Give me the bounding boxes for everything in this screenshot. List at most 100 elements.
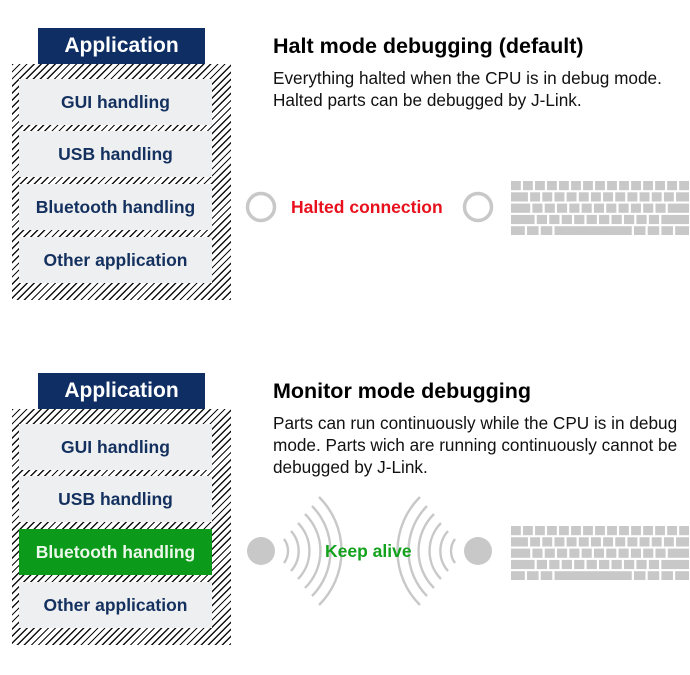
keyboard-key (647, 571, 660, 580)
bluetooth-handling-block-active: Bluetooth handling (19, 529, 212, 575)
keyboard-key (536, 559, 548, 570)
keyboard-key (631, 526, 641, 536)
keyboard-key (648, 214, 660, 225)
monitor-mode-panel: Application GUI handling USB handling Bl… (0, 345, 690, 675)
keep-alive-label: Keep alive (325, 541, 412, 561)
keyboard-key (603, 192, 614, 202)
keyboard-key (554, 226, 632, 235)
keyboard-key (583, 181, 593, 191)
keyboard-key (511, 559, 535, 570)
keyboard-key (676, 192, 689, 202)
keyboard-icon (511, 181, 689, 235)
keyboard-key (535, 526, 545, 536)
keyboard-key (578, 192, 589, 202)
keyboard-key (627, 192, 638, 202)
keyboard-key (611, 214, 622, 225)
keyboard-key (607, 526, 617, 536)
usb-handling-block: USB handling (19, 476, 212, 522)
keyboard-key (547, 526, 557, 536)
halt-mode-title: Halt mode debugging (default) (273, 34, 584, 58)
halt-mode-panel: Application GUI handling USB handling Bl… (0, 0, 690, 330)
keyboard-key (643, 181, 653, 191)
keep-alive-connection-graphic (247, 496, 492, 606)
keyboard-key (631, 181, 641, 191)
usb-handling-block: USB handling (19, 131, 212, 177)
keyboard-key (542, 192, 553, 202)
ring-node-icon (245, 191, 277, 223)
keyboard-key (569, 548, 580, 558)
keyboard-key (544, 203, 555, 213)
keyboard-key (581, 203, 592, 213)
keyboard-key (643, 526, 653, 536)
keyboard-key (511, 571, 525, 580)
keyboard-key (571, 181, 581, 191)
keyboard-key (603, 537, 614, 547)
signal-waves-left-icon (282, 496, 343, 606)
keyboard-key (647, 226, 660, 235)
keyboard-key (663, 192, 674, 202)
keyboard-key (675, 571, 689, 580)
keyboard-key (511, 548, 531, 558)
keyboard-key (651, 192, 662, 202)
keyboard-key (527, 226, 539, 235)
keyboard-key (536, 214, 548, 225)
keyboard-key (557, 548, 568, 558)
keyboard-key (511, 203, 531, 213)
keyboard-key (595, 526, 605, 536)
keyboard-key (586, 559, 597, 570)
keyboard-key (636, 559, 647, 570)
keyboard-key (627, 537, 638, 547)
keyboard-key (623, 559, 635, 570)
keyboard-key (566, 192, 577, 202)
keyboard-key (615, 537, 626, 547)
keyboard-key (655, 526, 665, 536)
keyboard-key (540, 571, 553, 580)
keyboard-key (661, 214, 689, 225)
keyboard-key (593, 548, 605, 558)
other-application-block: Other application (19, 582, 212, 628)
keyboard-icon (511, 526, 689, 580)
keyboard-key (630, 548, 641, 558)
keyboard-key (586, 214, 597, 225)
halt-mode-description: Everything halted when the CPU is in deb… (273, 68, 662, 110)
keyboard-key (523, 181, 533, 191)
keyboard-key (561, 559, 572, 570)
keyboard-key (676, 537, 689, 547)
keyboard-key (542, 537, 553, 547)
keyboard-key (583, 526, 593, 536)
signal-waves-right-icon (396, 496, 457, 606)
keyboard-key (566, 537, 577, 547)
keyboard-key (549, 214, 560, 225)
keyboard-key (619, 526, 629, 536)
keyboard-key (523, 526, 533, 536)
keyboard-key (615, 192, 626, 202)
halted-connection-graphic (245, 191, 494, 223)
keyboard-key (606, 203, 617, 213)
keyboard-key (561, 214, 572, 225)
keyboard-key (639, 192, 650, 202)
keyboard-key (557, 203, 568, 213)
keyboard-key (511, 192, 528, 202)
keyboard-key (655, 181, 665, 191)
keyboard-key (574, 559, 585, 570)
keyboard-key (590, 537, 601, 547)
keyboard-key (569, 203, 580, 213)
keyboard-key (549, 559, 560, 570)
filled-node-icon (247, 537, 275, 565)
keyboard-key (511, 526, 521, 536)
monitor-mode-title: Monitor mode debugging (273, 379, 531, 403)
keyboard-key (633, 571, 646, 580)
keyboard-key (535, 181, 545, 191)
keyboard-key (574, 214, 585, 225)
keyboard-key (667, 548, 689, 558)
filled-node-icon (464, 537, 492, 565)
keyboard-key (618, 548, 629, 558)
keyboard-key (619, 181, 629, 191)
keyboard-key (599, 559, 610, 570)
keyboard-key (663, 537, 674, 547)
keyboard-key (530, 537, 541, 547)
keyboard-key (578, 537, 589, 547)
keyboard-key (559, 181, 569, 191)
keyboard-key (679, 526, 689, 536)
ring-node-icon (462, 191, 494, 223)
